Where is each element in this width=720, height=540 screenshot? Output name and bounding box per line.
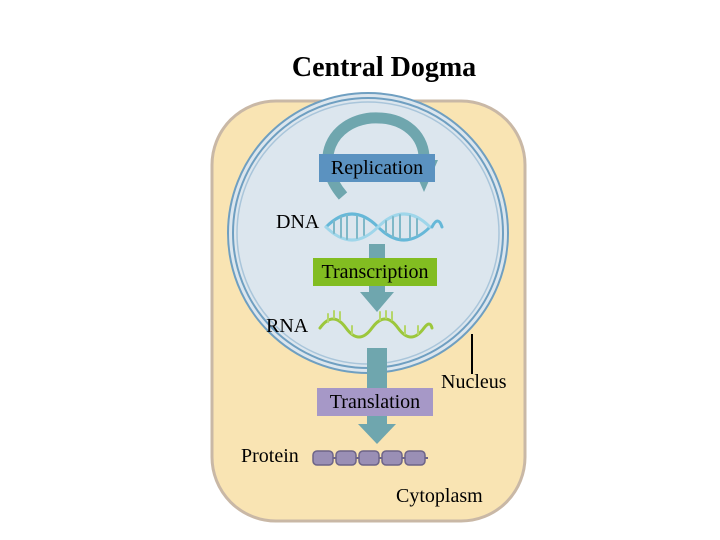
dna-label: DNA <box>276 211 320 233</box>
rna-strand <box>318 310 434 339</box>
protein-chain <box>312 450 428 466</box>
translation-box <box>317 388 433 416</box>
translation-arrow <box>358 348 396 444</box>
protein-label: Protein <box>241 445 299 467</box>
transcription-arrow <box>360 244 394 312</box>
transcription-box <box>313 258 437 286</box>
diagram-title: Central Dogma <box>291 52 477 83</box>
nucleus-label: Nucleus <box>441 371 507 393</box>
cytoplasm-label: Cytoplasm <box>396 485 483 507</box>
rna-label: RNA <box>266 315 309 337</box>
transcription-label: Transcription <box>321 261 429 283</box>
replication-box <box>319 154 435 182</box>
translation-label: Translation <box>329 391 421 413</box>
dna-helix <box>324 212 444 242</box>
replication-label: Replication <box>330 157 424 179</box>
